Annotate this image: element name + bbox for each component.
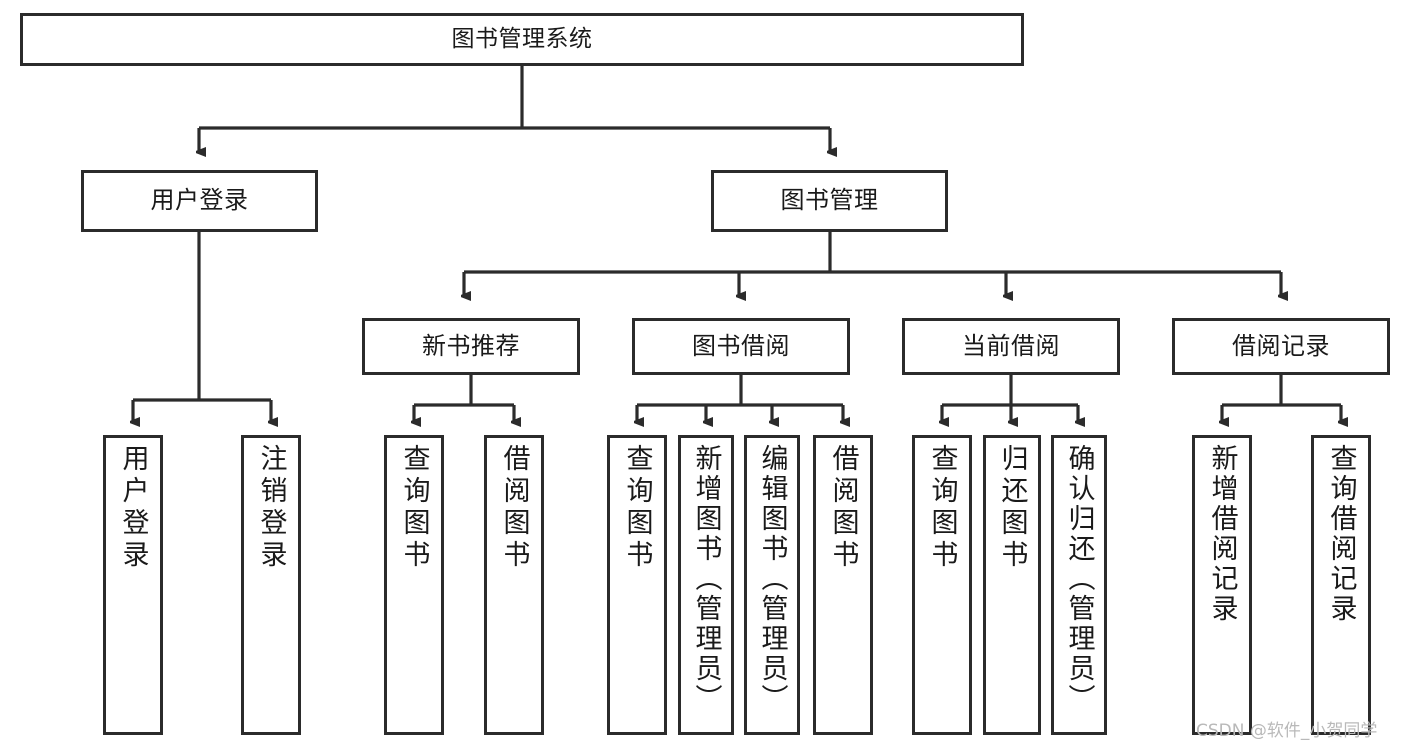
- node-new-book-recommend-label: 新书推荐: [422, 331, 520, 360]
- leaf-new-book-borrow[interactable]: 借阅图书: [484, 435, 544, 735]
- leaf-new-book-borrow-label: 借阅图书: [498, 444, 530, 572]
- node-book-borrow[interactable]: 图书借阅: [632, 318, 850, 375]
- leaf-book-borrow-edit[interactable]: 编辑图书（管理员）: [744, 435, 800, 735]
- leaf-book-borrow-query[interactable]: 查询图书: [607, 435, 667, 735]
- leaf-borrow-record-add-label: 新增借阅记录: [1206, 444, 1238, 624]
- leaf-user-login-signin-label: 用户登录: [117, 444, 149, 572]
- node-borrow-record-label: 借阅记录: [1232, 331, 1330, 360]
- leaf-user-login-signout[interactable]: 注销登录: [241, 435, 301, 735]
- leaf-new-book-query[interactable]: 查询图书: [384, 435, 444, 735]
- leaf-book-borrow-query-label: 查询图书: [621, 444, 653, 572]
- leaf-current-borrow-confirm[interactable]: 确认归还（管理员）: [1051, 435, 1107, 735]
- leaf-book-borrow-add[interactable]: 新增图书（管理员）: [678, 435, 734, 735]
- leaf-borrow-record-add[interactable]: 新增借阅记录: [1192, 435, 1252, 735]
- node-user-login-label: 用户登录: [150, 186, 249, 215]
- node-root-label: 图书管理系统: [451, 26, 593, 53]
- leaf-borrow-record-query-label: 查询借阅记录: [1325, 444, 1357, 624]
- node-root[interactable]: 图书管理系统: [20, 13, 1024, 66]
- node-book-borrow-label: 图书借阅: [692, 331, 790, 360]
- csdn-watermark: CSDN @软件_小贺同学: [1196, 721, 1378, 741]
- leaf-book-borrow-lend-label: 借阅图书: [827, 444, 859, 572]
- leaf-new-book-query-label: 查询图书: [398, 444, 430, 572]
- node-user-login[interactable]: 用户登录: [81, 170, 318, 232]
- leaf-book-borrow-add-label: 新增图书（管理员）: [690, 444, 722, 714]
- leaf-book-borrow-lend[interactable]: 借阅图书: [813, 435, 873, 735]
- node-new-book-recommend[interactable]: 新书推荐: [362, 318, 580, 375]
- node-current-borrow[interactable]: 当前借阅: [902, 318, 1120, 375]
- leaf-user-login-signout-label: 注销登录: [255, 444, 287, 572]
- leaf-borrow-record-query[interactable]: 查询借阅记录: [1311, 435, 1371, 735]
- node-book-management-label: 图书管理: [780, 186, 879, 215]
- node-current-borrow-label: 当前借阅: [962, 331, 1060, 360]
- leaf-current-borrow-return-label: 归还图书: [996, 444, 1028, 572]
- node-borrow-record[interactable]: 借阅记录: [1172, 318, 1390, 375]
- leaf-current-borrow-query-label: 查询图书: [926, 444, 958, 572]
- leaf-current-borrow-return[interactable]: 归还图书: [983, 435, 1041, 735]
- node-book-management[interactable]: 图书管理: [711, 170, 948, 232]
- leaf-current-borrow-query[interactable]: 查询图书: [912, 435, 972, 735]
- leaf-user-login-signin[interactable]: 用户登录: [103, 435, 163, 735]
- leaf-book-borrow-edit-label: 编辑图书（管理员）: [756, 444, 788, 714]
- leaf-current-borrow-confirm-label: 确认归还（管理员）: [1063, 444, 1095, 714]
